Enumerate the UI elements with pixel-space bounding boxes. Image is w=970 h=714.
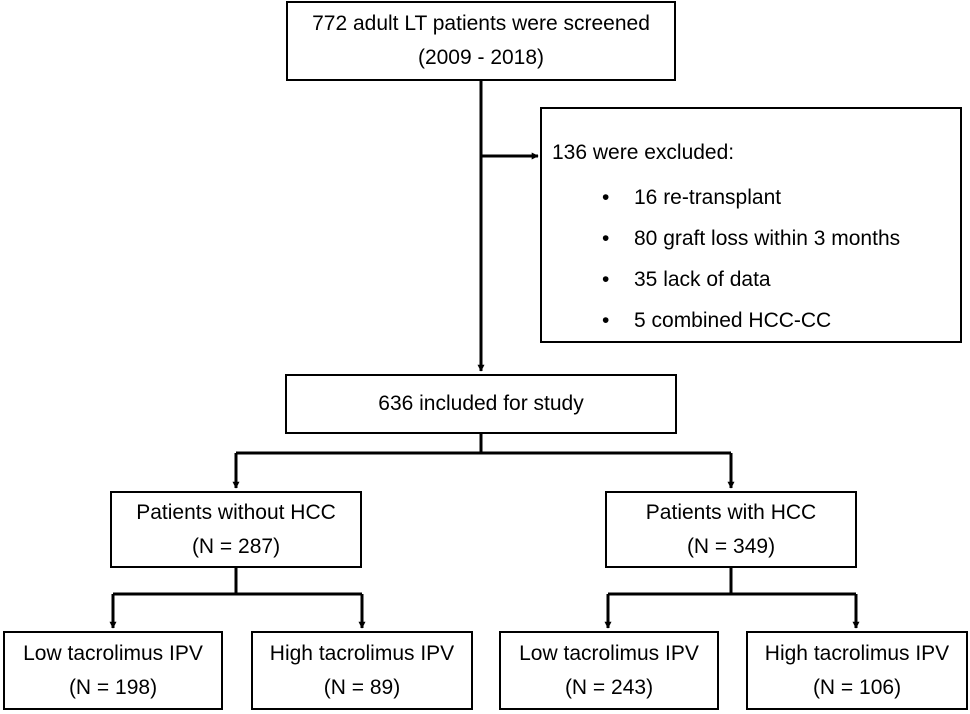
screened-box: 772 adult LT patients were screened (200… bbox=[286, 1, 676, 81]
with-hcc-high-line1: High tacrolimus IPV bbox=[764, 641, 950, 665]
with-hcc-line2: (N = 349) bbox=[686, 534, 776, 558]
without-hcc-low-box: Low tacrolimus IPV (N = 198) bbox=[3, 631, 223, 710]
with-hcc-low-box: Low tacrolimus IPV (N = 243) bbox=[499, 631, 719, 710]
without-hcc-high-box: High tacrolimus IPV (N = 89) bbox=[251, 631, 473, 710]
screened-line2: (2009 - 2018) bbox=[417, 46, 545, 69]
without-hcc-high-line1: High tacrolimus IPV bbox=[269, 641, 455, 665]
screened-line1: 772 adult LT patients were screened bbox=[312, 12, 650, 35]
excluded-title: 136 were excluded: bbox=[552, 141, 735, 164]
included-box: 636 included for study bbox=[285, 374, 677, 434]
excluded-list: 16 re-transplant 80 graft loss within 3 … bbox=[552, 177, 900, 341]
excluded-item-combined-hcc-cc: 5 combined HCC-CC bbox=[602, 300, 900, 341]
without-hcc-line1: Patients without HCC bbox=[136, 500, 336, 524]
excluded-item-lack-of-data: 35 lack of data bbox=[602, 259, 900, 300]
without-hcc-box: Patients without HCC (N = 287) bbox=[110, 491, 362, 568]
with-hcc-line1: Patients with HCC bbox=[645, 500, 817, 524]
without-hcc-line2: (N = 287) bbox=[191, 534, 281, 558]
without-hcc-low-line1: Low tacrolimus IPV bbox=[23, 641, 203, 665]
without-hcc-low-line2: (N = 198) bbox=[68, 675, 158, 699]
with-hcc-high-box: High tacrolimus IPV (N = 106) bbox=[746, 631, 968, 710]
with-hcc-low-line1: Low tacrolimus IPV bbox=[519, 641, 699, 665]
included-label: 636 included for study bbox=[378, 392, 584, 415]
with-hcc-box: Patients with HCC (N = 349) bbox=[605, 491, 857, 568]
excluded-item-retransplant: 16 re-transplant bbox=[602, 177, 900, 218]
excluded-item-graft-loss: 80 graft loss within 3 months bbox=[602, 218, 900, 259]
excluded-box: 136 were excluded: 16 re-transplant 80 g… bbox=[540, 107, 962, 343]
without-hcc-high-line2: (N = 89) bbox=[323, 675, 401, 699]
with-hcc-high-line2: (N = 106) bbox=[812, 675, 902, 699]
with-hcc-low-line2: (N = 243) bbox=[564, 675, 654, 699]
